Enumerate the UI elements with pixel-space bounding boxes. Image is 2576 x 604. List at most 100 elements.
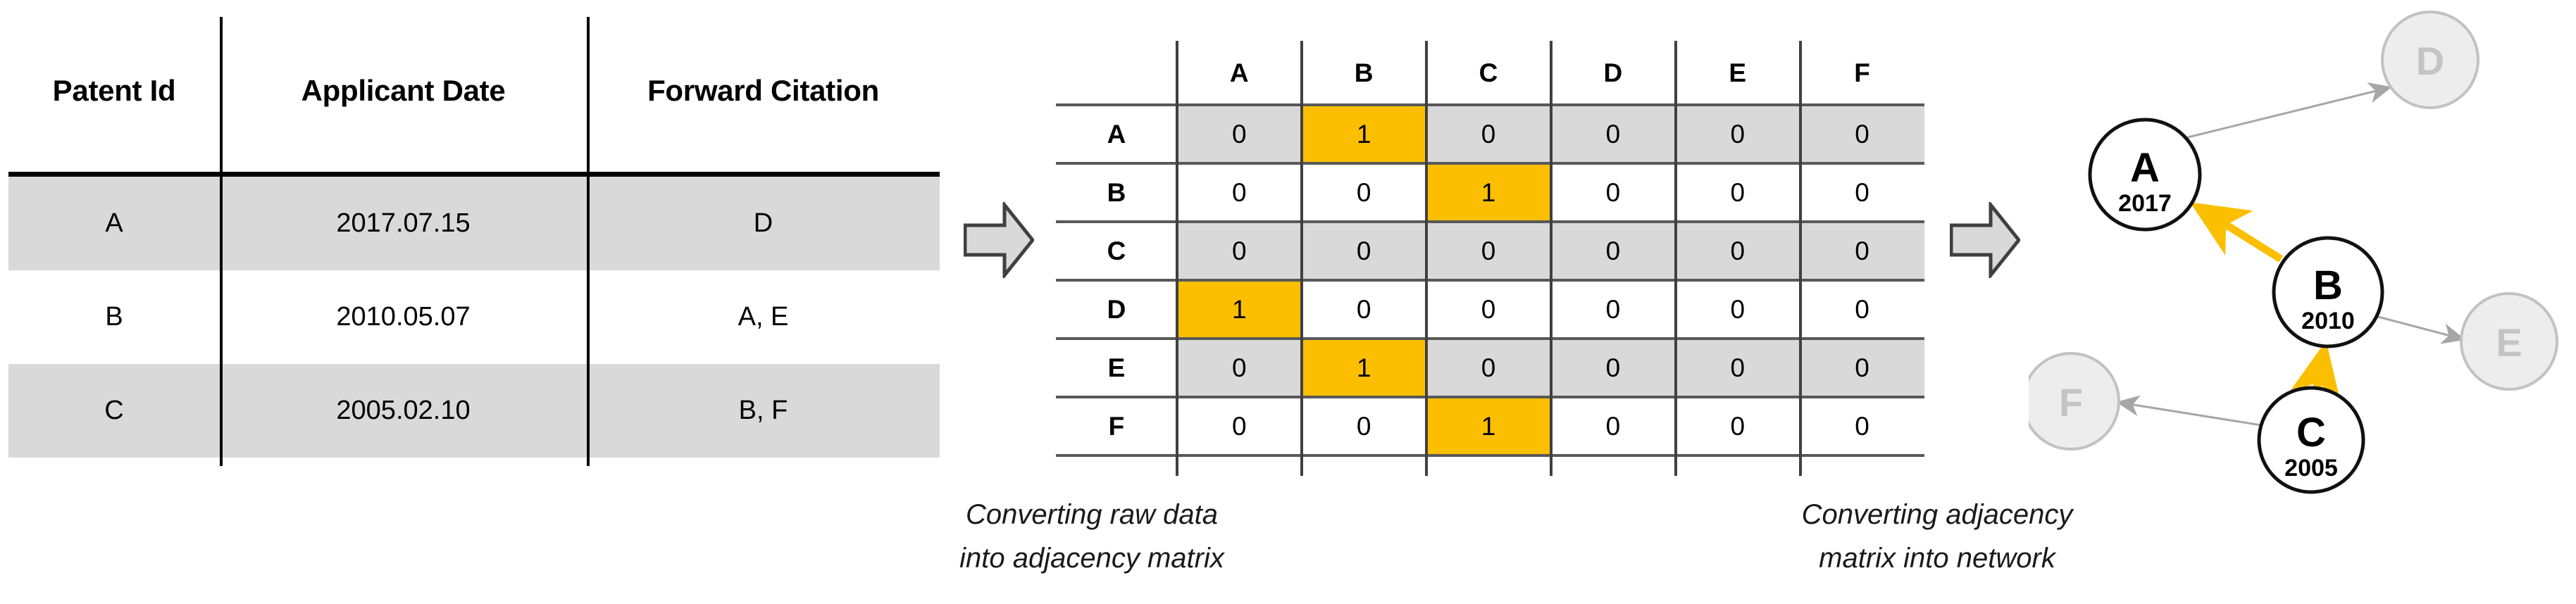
matrix-cell-e-c: 0 <box>1426 339 1551 397</box>
matrix-col-header-b: B <box>1354 58 1374 87</box>
node-c-year: 2005 <box>2284 455 2338 482</box>
matrix-cell-c-a: 0 <box>1176 222 1302 280</box>
matrix-cell-e-f: 0 <box>1800 339 1925 397</box>
matrix-row-header-e: E <box>1107 353 1126 382</box>
node-f-label: F <box>2059 380 2083 424</box>
block-arrow-right-icon <box>1950 202 2020 278</box>
matrix-cell-d-b: 0 <box>1356 294 1371 324</box>
block-arrow-right-icon <box>964 202 1034 278</box>
matrix-grid-line <box>1056 454 1924 457</box>
matrix-cell-c-b: 0 <box>1301 222 1426 280</box>
node-e-label: E <box>2496 320 2522 365</box>
node-c: C 2005 <box>2257 386 2365 494</box>
table-row: B 2010.05.07 A, E <box>8 270 940 364</box>
table-column-divider <box>220 17 223 466</box>
cell-forward-citation: D <box>753 208 773 238</box>
adjacency-matrix: A B C D E F A 0 1 0 0 0 0 B 0 0 1 0 0 0 <box>1056 41 1925 476</box>
matrix-row: D 1 0 0 0 0 0 <box>1056 280 1924 339</box>
matrix-cell-f-c: 1 <box>1426 397 1551 455</box>
matrix-cell-b-b: 0 <box>1356 177 1371 207</box>
matrix-col-header-c: C <box>1479 58 1498 87</box>
matrix-grid-line <box>1056 337 1924 340</box>
matrix-header-row: A B C D E F <box>1056 41 1924 105</box>
node-e: E <box>2460 292 2558 391</box>
cell-forward-citation: A, E <box>738 302 789 332</box>
column-header-patent-id: Patent Id <box>52 74 176 107</box>
matrix-row: C 0 0 0 0 0 0 <box>1056 222 1925 280</box>
matrix-cell-f-f: 0 <box>1855 411 1869 441</box>
matrix-cell-d-c: 0 <box>1481 294 1496 324</box>
matrix-grid-line <box>1056 220 1924 223</box>
node-d-label: D <box>2416 39 2444 83</box>
cell-applicant-date: 2017.07.15 <box>336 208 471 238</box>
matrix-grid-line <box>1056 103 1924 106</box>
matrix-cell-f-e: 0 <box>1730 411 1746 441</box>
node-b-year: 2010 <box>2301 308 2355 334</box>
edge-b-to-e <box>2377 315 2465 344</box>
matrix-row-header-a: A <box>1107 119 1126 149</box>
matrix-cell-a-a: 0 <box>1176 105 1302 163</box>
matrix-cell-e-e: 0 <box>1675 339 1800 397</box>
node-a-label: A <box>2130 145 2160 191</box>
matrix-row-header-c: C <box>1107 236 1126 265</box>
matrix-cell-a-b: 1 <box>1301 105 1426 163</box>
table-row: A 2017.07.15 D <box>8 177 940 270</box>
caption-network-line2: matrix into network <box>1819 543 2055 574</box>
matrix-col-header-d: D <box>1603 58 1623 87</box>
matrix-row: E 0 1 0 0 0 0 <box>1056 339 1925 397</box>
matrix-row-header-f: F <box>1108 411 1125 441</box>
cell-patent-id: A <box>105 208 123 238</box>
matrix-cell-d-f: 0 <box>1855 294 1869 324</box>
matrix-cell-a-e: 0 <box>1675 105 1800 163</box>
matrix-grid-line <box>1550 41 1553 476</box>
caption-matrix: Converting raw data into adjacency matri… <box>866 493 1317 580</box>
matrix-col-header-f: F <box>1854 58 1870 87</box>
node-a: A 2017 <box>2088 118 2202 232</box>
matrix-cell-e-a: 0 <box>1176 339 1302 397</box>
matrix-cell-f-b: 0 <box>1356 411 1371 441</box>
edge-b-to-a <box>2190 202 2283 263</box>
matrix-row-header-b: B <box>1107 177 1126 207</box>
matrix-grid-line <box>1674 41 1677 476</box>
matrix-grid-line <box>1056 396 1924 398</box>
caption-network-line1: Converting adjacency <box>1801 499 2073 530</box>
matrix-cell-c-d: 0 <box>1550 222 1676 280</box>
node-a-year: 2017 <box>2118 190 2172 217</box>
matrix-cell-e-d: 0 <box>1550 339 1676 397</box>
edge-c-to-f <box>2116 395 2262 427</box>
node-c-label: C <box>2296 410 2326 455</box>
matrix-cell-c-e: 0 <box>1675 222 1800 280</box>
matrix-row: B 0 0 1 0 0 0 <box>1056 163 1924 222</box>
caption-matrix-line1: Converting raw data <box>966 499 1218 530</box>
matrix-cell-d-a: 1 <box>1176 280 1302 339</box>
node-f: F <box>2029 352 2120 451</box>
caption-matrix-line2: into adjacency matrix <box>959 543 1224 574</box>
matrix-cell-a-d: 0 <box>1550 105 1676 163</box>
matrix-row-header-d: D <box>1107 294 1126 324</box>
matrix-row: A 0 1 0 0 0 0 <box>1056 105 1925 163</box>
matrix-grid-line <box>1425 41 1428 476</box>
matrix-grid-line <box>1799 41 1802 476</box>
matrix-cell-f-d: 0 <box>1605 411 1621 441</box>
cell-applicant-date: 2005.02.10 <box>336 396 471 425</box>
matrix-cell-a-f: 0 <box>1800 105 1925 163</box>
table-header-rule <box>8 172 940 177</box>
cell-patent-id: C <box>104 396 124 425</box>
matrix-cell-b-c: 1 <box>1426 163 1551 222</box>
column-header-forward-citation: Forward Citation <box>647 74 879 107</box>
node-b: B 2010 <box>2272 236 2384 348</box>
matrix-col-header-a: A <box>1229 58 1249 87</box>
matrix-grid-line <box>1300 41 1303 476</box>
matrix-grid-line <box>1176 41 1178 476</box>
table-row: C 2005.02.10 B, F <box>8 364 940 458</box>
node-b-label: B <box>2313 263 2343 308</box>
cell-forward-citation: B, F <box>738 396 788 425</box>
matrix-cell-c-c: 0 <box>1426 222 1551 280</box>
matrix-cell-d-e: 0 <box>1730 294 1746 324</box>
matrix-cell-b-f: 0 <box>1855 177 1869 207</box>
matrix-col-header-e: E <box>1729 58 1747 87</box>
matrix-cell-b-e: 0 <box>1730 177 1746 207</box>
matrix-corner-cell <box>1056 41 1177 105</box>
table-header-row: Patent Id Applicant Date Forward Citatio… <box>8 8 940 173</box>
